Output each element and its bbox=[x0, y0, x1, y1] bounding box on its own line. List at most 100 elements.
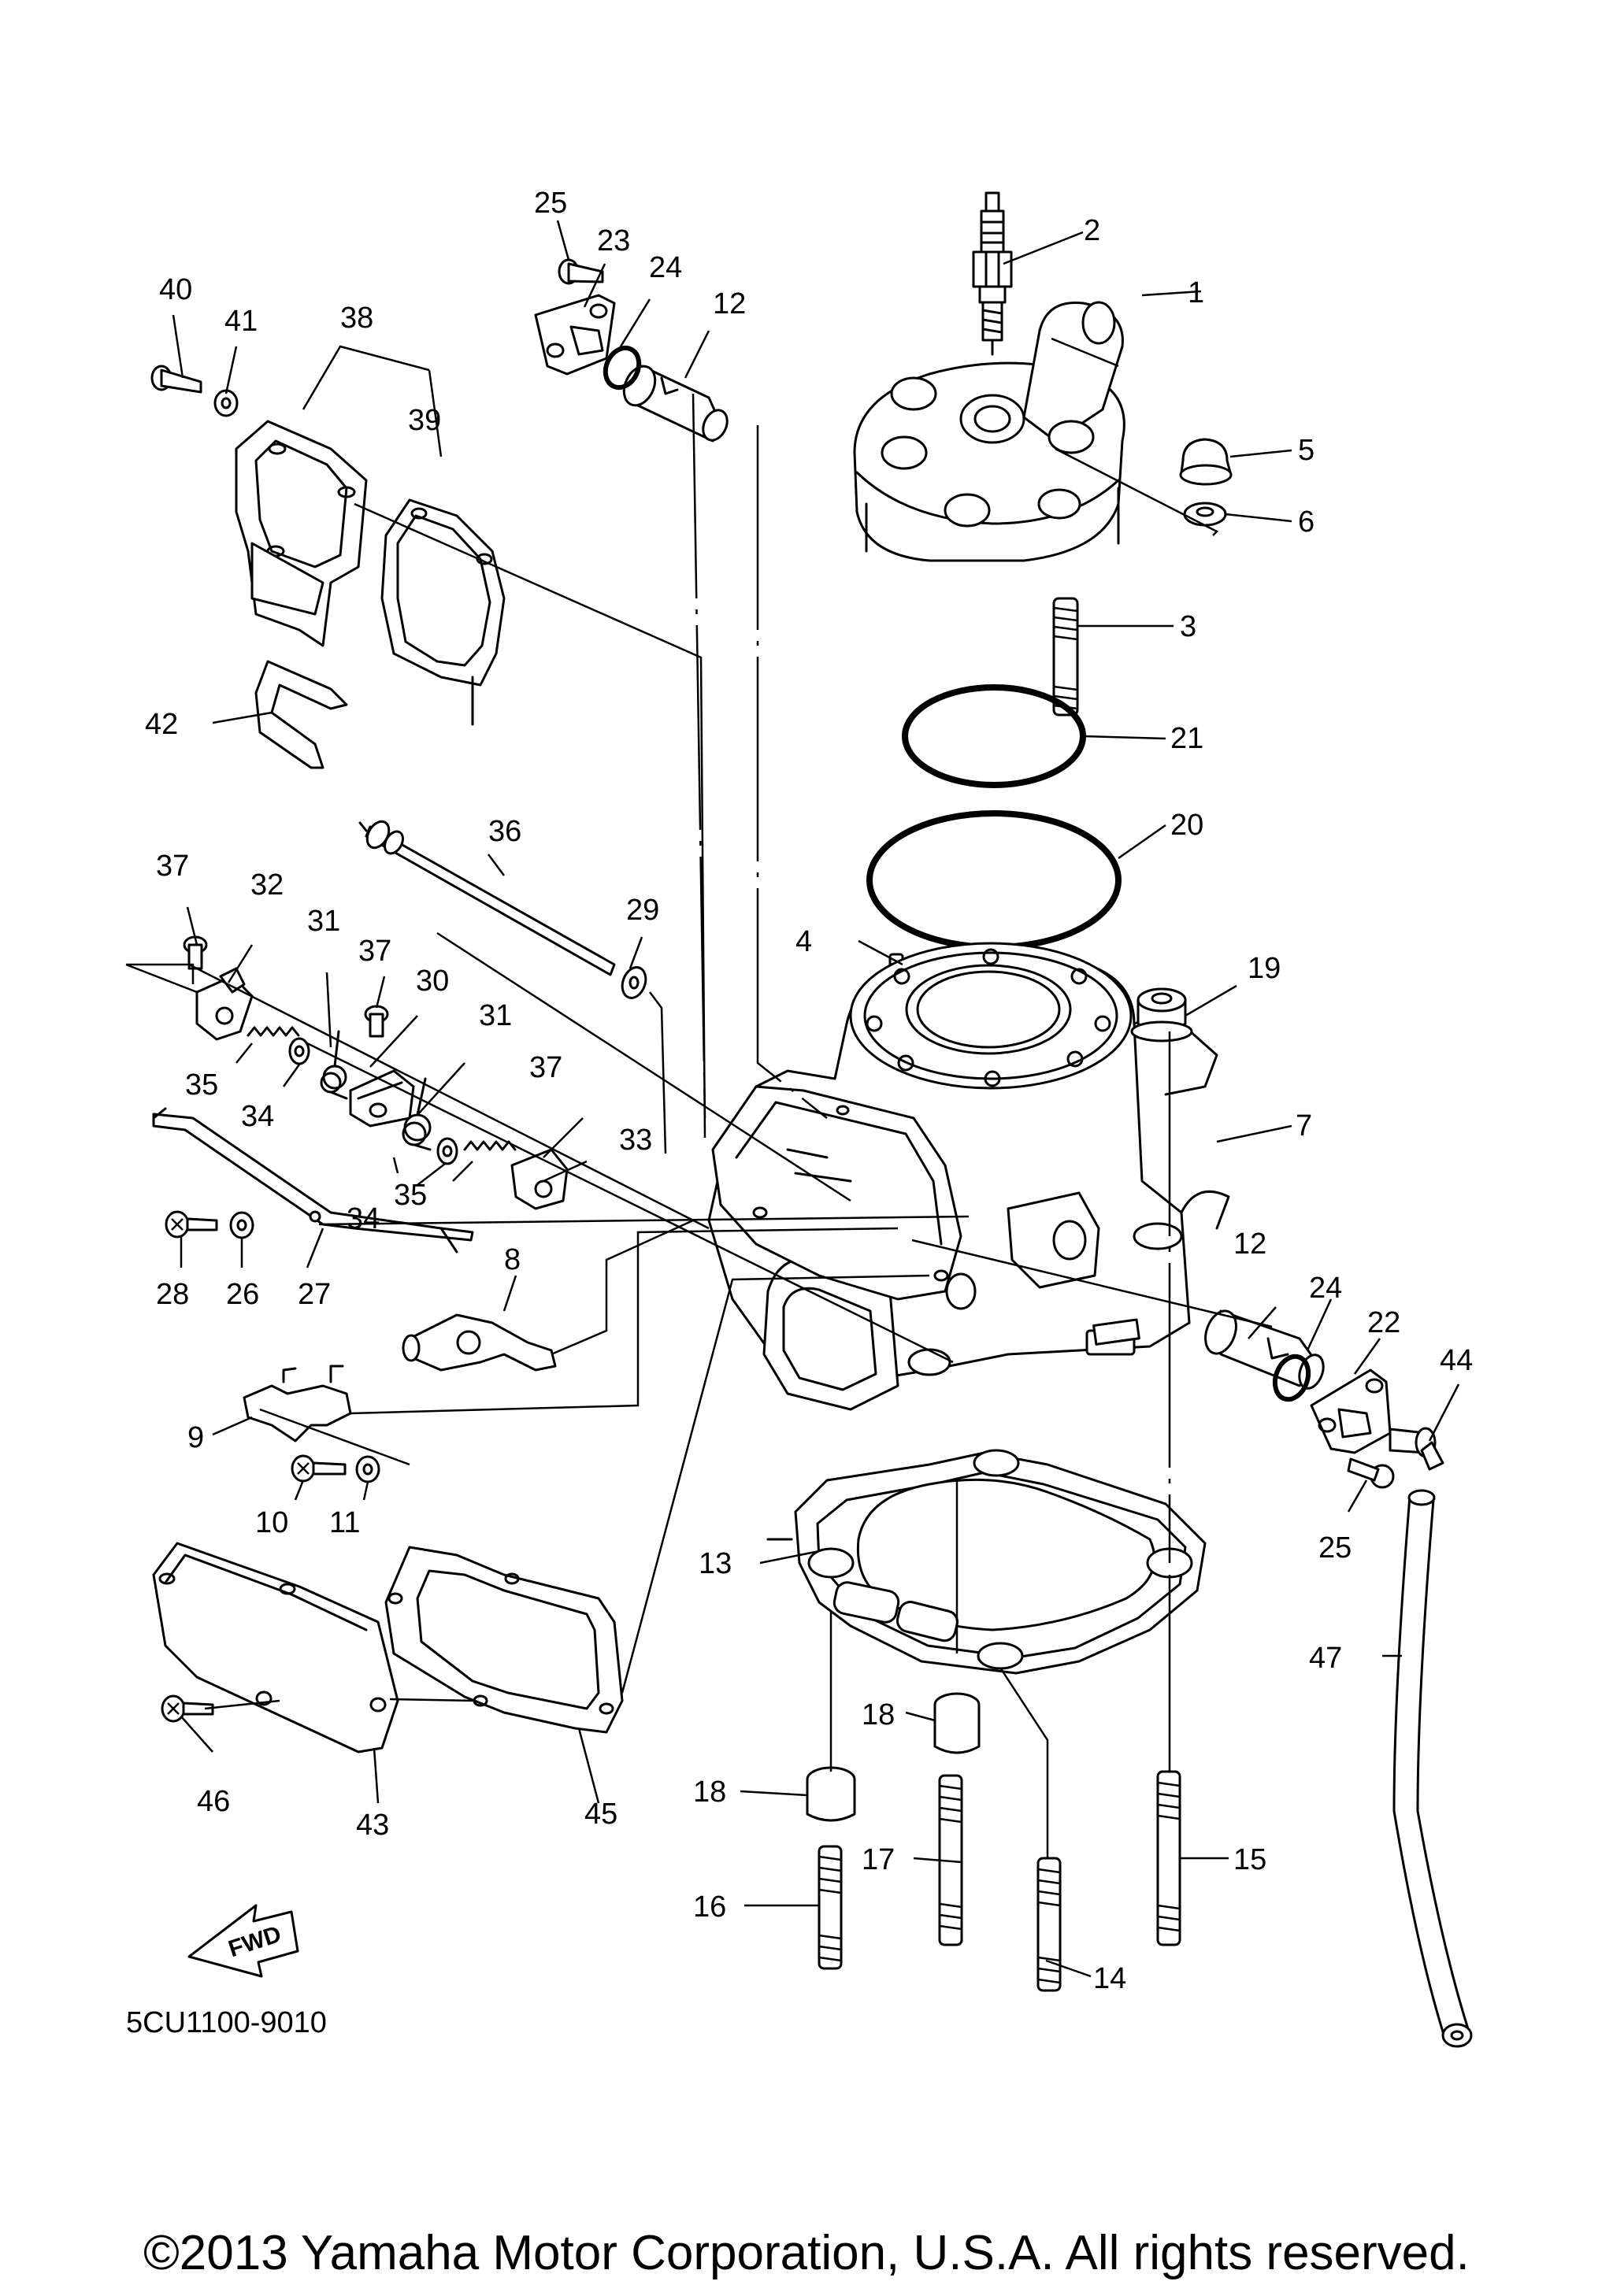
stud-bolt bbox=[1036, 1857, 1062, 1992]
callout-label: 10 bbox=[255, 1506, 288, 1539]
callout-label: 25 bbox=[1318, 1531, 1352, 1565]
callout-label: 37 bbox=[156, 850, 189, 883]
bolt bbox=[150, 365, 202, 394]
washer bbox=[355, 1455, 380, 1483]
screw bbox=[165, 1210, 218, 1239]
power-valve bbox=[1204, 1309, 1325, 1390]
callout-label: 9 bbox=[187, 1421, 204, 1454]
exhaust-valve-cover bbox=[235, 420, 368, 647]
callout-label: 30 bbox=[416, 965, 449, 998]
leader-lines bbox=[125, 220, 1460, 1978]
callout-label: 40 bbox=[159, 273, 192, 306]
small-o-ring bbox=[1272, 1354, 1311, 1402]
callout-label: 38 bbox=[340, 302, 373, 335]
callout-label: 31 bbox=[307, 905, 340, 938]
flange-nut bbox=[1130, 987, 1193, 1042]
callout-label: 34 bbox=[241, 1100, 274, 1133]
callout-label: 33 bbox=[619, 1124, 652, 1157]
callout-label: 31 bbox=[479, 999, 512, 1032]
screw bbox=[558, 258, 604, 285]
callout-label: 22 bbox=[1367, 1306, 1400, 1339]
callout-label: 7 bbox=[1296, 1109, 1312, 1142]
callout-label: 34 bbox=[347, 1202, 380, 1235]
o-ring-large bbox=[866, 810, 1122, 950]
washer bbox=[229, 1211, 254, 1239]
callout-label: 18 bbox=[862, 1698, 895, 1731]
valve-bracket bbox=[243, 1365, 352, 1442]
callout-label: 28 bbox=[156, 1278, 189, 1311]
valve-cover bbox=[1310, 1368, 1392, 1454]
link-rod bbox=[152, 1107, 474, 1254]
exhaust-valve-gasket bbox=[380, 498, 506, 726]
callout-label: 41 bbox=[224, 305, 258, 338]
callout-label: 18 bbox=[693, 1776, 726, 1809]
callout-label: 42 bbox=[145, 708, 178, 741]
forward-arrow: FWD bbox=[187, 1904, 299, 1978]
callout-label: 6 bbox=[1298, 505, 1315, 539]
callout-label: 37 bbox=[358, 935, 391, 968]
reed-cover bbox=[152, 1542, 399, 1753]
callout-label: 2 bbox=[1084, 214, 1100, 247]
callout-label: 46 bbox=[197, 1785, 230, 1818]
callout-label: 26 bbox=[226, 1278, 259, 1311]
washer bbox=[436, 1137, 458, 1165]
torsion-spring bbox=[320, 1030, 348, 1100]
callout-label: 43 bbox=[356, 1809, 389, 1842]
callout-label: 32 bbox=[250, 868, 284, 902]
callout-label: 37 bbox=[529, 1051, 562, 1084]
callout-label: 29 bbox=[626, 894, 659, 927]
spring bbox=[247, 1026, 300, 1037]
callout-label: 35 bbox=[185, 1068, 218, 1102]
base-gasket bbox=[766, 1449, 1207, 1675]
callout-labels: 1 2 3 4 5 6 7 8 9 10 11 12 12 13 14 15 1… bbox=[145, 187, 1473, 1995]
part-code: 5CU1100-9010 bbox=[126, 2006, 327, 2039]
callout-label: 35 bbox=[394, 1179, 427, 1212]
stud-bolt bbox=[938, 1774, 963, 1946]
cylinder-block bbox=[707, 942, 1230, 1411]
washer bbox=[288, 1037, 310, 1065]
callout-label: 21 bbox=[1170, 722, 1203, 755]
callout-label: 16 bbox=[693, 1890, 726, 1924]
screw bbox=[161, 1694, 214, 1723]
stud-bolt bbox=[818, 1845, 843, 1970]
callout-label: 24 bbox=[649, 251, 682, 284]
screw bbox=[1347, 1457, 1395, 1489]
callout-label: 13 bbox=[699, 1547, 732, 1580]
callout-label: 25 bbox=[534, 187, 567, 220]
valve-cover bbox=[534, 294, 616, 376]
stud-bolt bbox=[1156, 1770, 1181, 1946]
callout-label: 5 bbox=[1298, 434, 1315, 467]
stud-bolt bbox=[1052, 597, 1079, 717]
callout-label: 11 bbox=[329, 1506, 360, 1539]
callout-label: 45 bbox=[584, 1798, 617, 1831]
callout-label: 12 bbox=[713, 287, 746, 320]
callout-label: 44 bbox=[1440, 1344, 1473, 1377]
callout-label: 12 bbox=[1233, 1228, 1266, 1261]
breather-hose bbox=[1392, 1489, 1473, 2048]
cylinder-head bbox=[853, 301, 1125, 562]
spark-plug bbox=[972, 191, 1013, 356]
valve-lever bbox=[195, 967, 254, 1041]
dowel-collar bbox=[933, 1692, 981, 1754]
bolt bbox=[364, 1005, 389, 1038]
callout-label: 8 bbox=[504, 1243, 521, 1276]
valve-pulley bbox=[349, 1069, 415, 1128]
callout-label: 1 bbox=[1188, 276, 1204, 309]
callout-label: 24 bbox=[1309, 1272, 1342, 1305]
governor-lever bbox=[402, 1313, 557, 1372]
callout-label: 17 bbox=[862, 1843, 895, 1876]
callout-label: 15 bbox=[1233, 1843, 1266, 1876]
callout-label: 23 bbox=[597, 224, 630, 257]
bolt bbox=[183, 935, 208, 970]
retainer-clip bbox=[254, 660, 348, 769]
callout-label: 3 bbox=[1180, 610, 1196, 643]
washer bbox=[621, 966, 647, 999]
washer bbox=[1183, 502, 1227, 527]
reed-gasket bbox=[384, 1546, 624, 1734]
copyright-notice: ©2013 Yamaha Motor Corporation, U.S.A. A… bbox=[143, 2226, 1470, 2280]
cap-nut bbox=[1179, 438, 1233, 486]
small-o-ring bbox=[603, 345, 642, 391]
callout-label: 4 bbox=[795, 925, 812, 958]
callout-label: 14 bbox=[1093, 1962, 1126, 1995]
dowel-collar bbox=[806, 1766, 856, 1822]
